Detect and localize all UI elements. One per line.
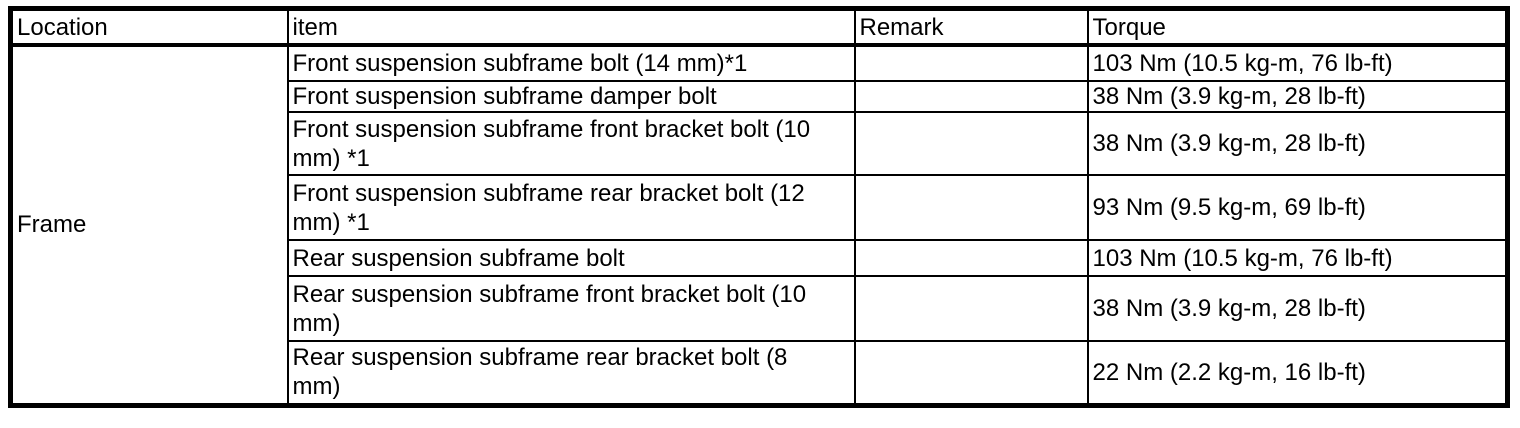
- table-row: Frame Front suspension subframe bolt (14…: [9, 44, 1509, 406]
- remark-cell: [853, 80, 1089, 113]
- remark-cell: [853, 239, 1089, 277]
- remark-cell: [853, 174, 1089, 241]
- table-row: Front suspension subframe front bracket …: [11, 111, 1509, 176]
- item-cell: Rear suspension subframe front bracket b…: [286, 275, 856, 342]
- torque-cell: 38 Nm (3.9 kg-m, 28 lb-ft): [1086, 275, 1509, 342]
- table-row: Rear suspension subframe bolt 103 Nm (10…: [11, 239, 1509, 277]
- remark-cell: [853, 44, 1089, 82]
- torque-cell: 93 Nm (9.5 kg-m, 69 lb-ft): [1086, 174, 1509, 241]
- item-cell: Rear suspension subframe bolt: [286, 239, 856, 277]
- item-cell: Rear suspension subframe rear bracket bo…: [286, 340, 856, 406]
- item-cell: Front suspension subframe rear bracket b…: [286, 174, 856, 241]
- col-header-remark: Remark: [853, 7, 1089, 47]
- torque-cell: 38 Nm (3.9 kg-m, 28 lb-ft): [1086, 80, 1509, 113]
- item-cell: Front suspension subframe front bracket …: [286, 111, 856, 176]
- torque-cell: 103 Nm (10.5 kg-m, 76 lb-ft): [1086, 239, 1509, 277]
- table-row: Front suspension subframe rear bracket b…: [11, 174, 1509, 241]
- col-header-location: Location: [9, 7, 289, 47]
- table-row: Rear suspension subframe rear bracket bo…: [11, 340, 1509, 406]
- col-header-torque: Torque: [1086, 7, 1509, 47]
- item-cell: Front suspension subframe bolt (14 mm)*1: [286, 44, 856, 82]
- torque-cell: 22 Nm (2.2 kg-m, 16 lb-ft): [1086, 340, 1509, 406]
- item-cell: Front suspension subframe damper bolt: [286, 80, 856, 113]
- torque-cell: 103 Nm (10.5 kg-m, 76 lb-ft): [1086, 44, 1509, 82]
- torque-spec-table: Location item Remark Torque Frame Front …: [8, 6, 1510, 408]
- location-cell: Frame: [9, 44, 289, 406]
- remark-cell: [853, 340, 1089, 406]
- col-header-item: item: [286, 7, 856, 47]
- remark-cell: [853, 275, 1089, 342]
- torque-cell: 38 Nm (3.9 kg-m, 28 lb-ft): [1086, 111, 1509, 176]
- remark-cell: [853, 111, 1089, 176]
- header-row: Location item Remark Torque: [9, 7, 1509, 47]
- table-row: Rear suspension subframe front bracket b…: [11, 275, 1509, 342]
- table-row: Front suspension subframe damper bolt 38…: [11, 80, 1509, 113]
